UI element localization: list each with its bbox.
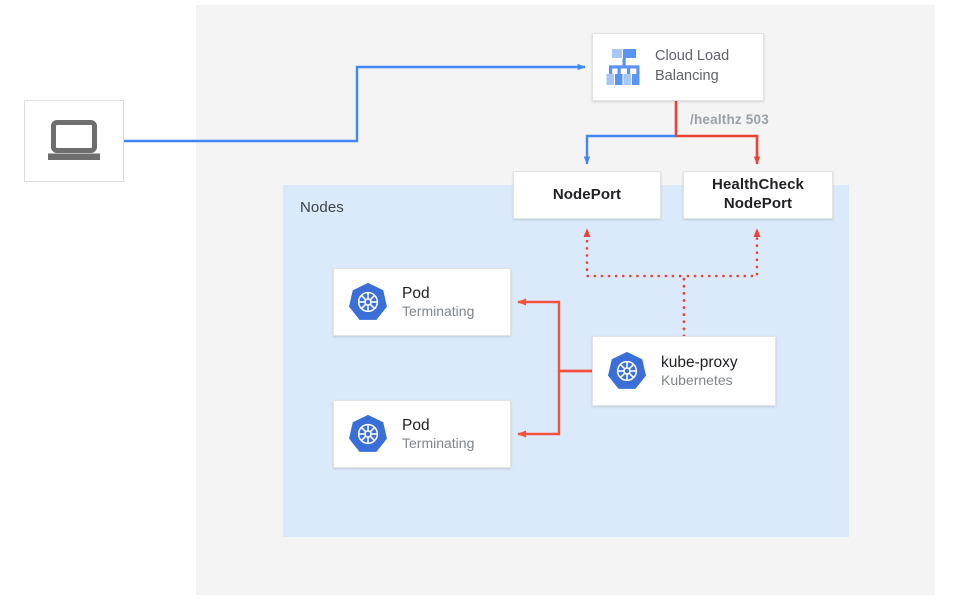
client-node[interactable]: [24, 100, 124, 182]
healthz-edge-label: /healthz 503: [690, 112, 769, 127]
kube-proxy-title: kube-proxy: [661, 353, 738, 371]
cloud-load-balancing-label: Cloud Load Balancing: [655, 48, 730, 84]
kubernetes-icon: [346, 412, 390, 456]
healthcheck-nodeport-node[interactable]: HealthCheck NodePort: [683, 171, 833, 219]
nodeport-node[interactable]: NodePort: [513, 171, 661, 219]
pod-node-2[interactable]: Pod Terminating: [333, 400, 511, 468]
healthcheck-nodeport-label: HealthCheck NodePort: [712, 176, 804, 212]
kube-proxy-node[interactable]: kube-proxy Kubernetes: [592, 336, 776, 406]
pod-node-1[interactable]: Pod Terminating: [333, 268, 511, 336]
nodes-region-label: Nodes: [300, 199, 344, 216]
kubernetes-icon: [605, 349, 649, 393]
pod-title: Pod: [402, 416, 430, 434]
cloud-load-balancing-node[interactable]: Cloud Load Balancing: [592, 33, 764, 101]
pod-status: Terminating: [402, 434, 475, 451]
pod-title: Pod: [402, 284, 430, 302]
pod-status: Terminating: [402, 302, 475, 319]
nodeport-label: NodePort: [552, 185, 622, 203]
kubernetes-icon: [346, 280, 390, 324]
kube-proxy-subtitle: Kubernetes: [661, 371, 733, 388]
cloud-load-balancing-icon: [603, 47, 645, 87]
laptop-icon: [46, 120, 102, 162]
